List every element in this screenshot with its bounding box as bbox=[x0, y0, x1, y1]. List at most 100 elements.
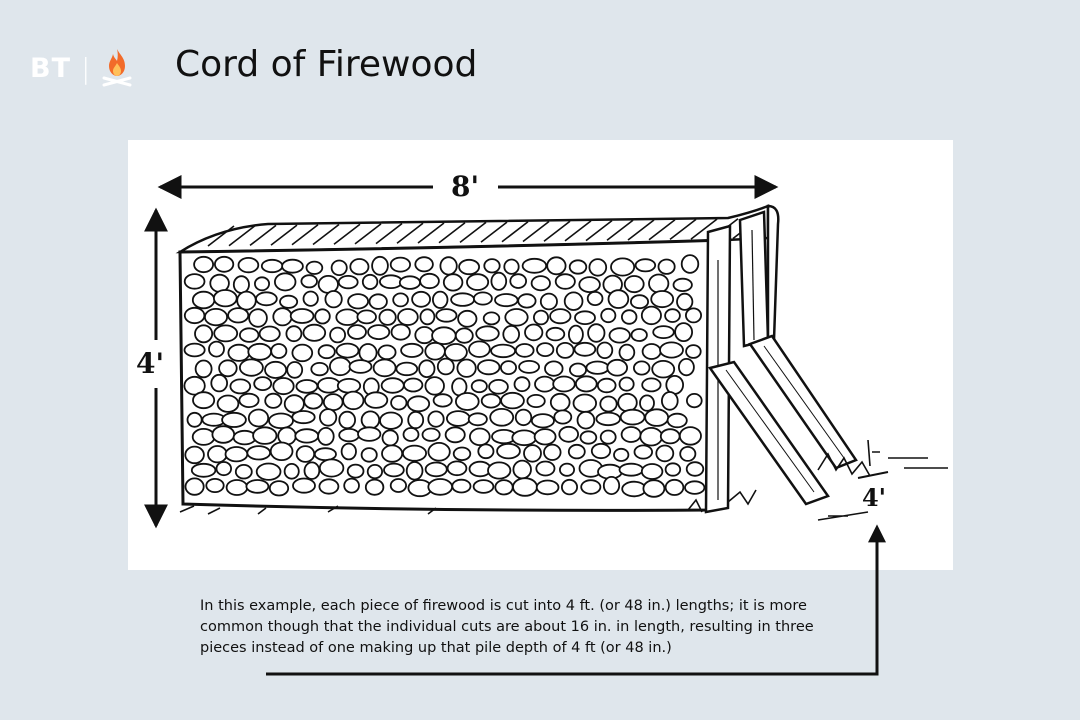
log-end bbox=[207, 445, 228, 464]
header: BT | bbox=[30, 40, 136, 96]
width-dimension: 8' bbox=[157, 170, 779, 203]
log-end bbox=[678, 426, 702, 446]
log-end bbox=[347, 293, 370, 310]
log-end bbox=[303, 392, 324, 410]
log-end bbox=[596, 377, 617, 394]
log-end bbox=[300, 274, 318, 289]
log-end bbox=[427, 478, 454, 496]
support-braces bbox=[707, 334, 858, 506]
log-end bbox=[389, 478, 407, 493]
log-end bbox=[633, 360, 651, 376]
log-end bbox=[685, 307, 703, 324]
log-end bbox=[480, 393, 502, 409]
log-end bbox=[530, 275, 551, 292]
log-end bbox=[346, 463, 365, 479]
log-end bbox=[590, 442, 612, 460]
log-end bbox=[216, 394, 240, 413]
log-end bbox=[427, 441, 451, 462]
log-end bbox=[621, 309, 638, 325]
diagram-panel: 8' 4' bbox=[128, 140, 953, 570]
log-end bbox=[595, 411, 621, 427]
log-end bbox=[523, 444, 542, 463]
log-end bbox=[685, 393, 703, 409]
top-grain-line bbox=[501, 221, 529, 243]
log-end bbox=[587, 323, 606, 343]
log-end bbox=[579, 430, 598, 445]
log-end bbox=[224, 446, 249, 463]
log-end bbox=[225, 479, 249, 496]
top-grain-line bbox=[480, 221, 508, 243]
log-end bbox=[512, 477, 538, 497]
top-grain-line bbox=[690, 218, 718, 240]
log-end bbox=[213, 324, 239, 343]
log-end bbox=[664, 462, 682, 477]
log-end bbox=[302, 290, 319, 307]
log-end bbox=[319, 408, 338, 427]
log-end bbox=[360, 410, 381, 430]
log-end bbox=[470, 379, 488, 394]
log-end bbox=[685, 461, 705, 477]
ground-marks bbox=[179, 439, 948, 521]
log-end bbox=[283, 394, 305, 414]
top-grain-line bbox=[207, 225, 235, 247]
log-end bbox=[444, 426, 466, 444]
log-end bbox=[514, 343, 535, 358]
log-end bbox=[477, 359, 501, 376]
log-end bbox=[558, 425, 580, 443]
log-end bbox=[524, 323, 544, 342]
log-end bbox=[349, 258, 370, 276]
log-end bbox=[664, 478, 685, 496]
log-end bbox=[317, 426, 335, 446]
log-end bbox=[572, 393, 598, 413]
log-end bbox=[378, 274, 403, 290]
log-end bbox=[503, 258, 520, 275]
log-end bbox=[405, 461, 424, 481]
log-end bbox=[644, 408, 670, 427]
log-end bbox=[535, 479, 560, 496]
log-end bbox=[560, 478, 578, 496]
log-end bbox=[191, 427, 216, 446]
log-end bbox=[600, 307, 617, 324]
log-end bbox=[546, 256, 567, 276]
log-end bbox=[567, 443, 586, 460]
log-end bbox=[398, 275, 421, 290]
log-end bbox=[456, 358, 477, 378]
log-end bbox=[340, 442, 357, 461]
log-end bbox=[268, 412, 294, 430]
log-end bbox=[318, 458, 345, 478]
log-end bbox=[650, 290, 675, 309]
log-end bbox=[390, 395, 408, 411]
log-end bbox=[494, 293, 519, 308]
log-end bbox=[509, 273, 528, 289]
log-end bbox=[432, 290, 449, 309]
log-end bbox=[381, 444, 404, 463]
log-end bbox=[674, 322, 693, 343]
brand-logo[interactable]: BT | bbox=[30, 45, 136, 91]
log-end bbox=[679, 445, 697, 462]
top-grain-line bbox=[396, 222, 424, 244]
log-end bbox=[419, 272, 440, 290]
log-end bbox=[641, 343, 662, 360]
log-end bbox=[568, 362, 587, 378]
log-end bbox=[610, 257, 636, 277]
campfire-icon bbox=[102, 49, 132, 87]
log-end bbox=[381, 429, 399, 447]
top-grain-line bbox=[291, 224, 319, 246]
log-end bbox=[273, 272, 297, 292]
log-end bbox=[239, 358, 264, 377]
log-end bbox=[318, 478, 340, 495]
log-end bbox=[457, 309, 478, 328]
log-end bbox=[260, 258, 284, 274]
log-end bbox=[545, 326, 566, 342]
log-end bbox=[684, 480, 706, 495]
log-end bbox=[549, 392, 571, 412]
log-end bbox=[588, 258, 608, 277]
log-end bbox=[283, 462, 300, 480]
log-end bbox=[291, 410, 316, 425]
log-end bbox=[338, 427, 360, 443]
log-end bbox=[544, 360, 564, 377]
log-end bbox=[555, 341, 575, 359]
log-end bbox=[194, 359, 213, 379]
log-end bbox=[490, 271, 508, 291]
log-end bbox=[563, 291, 584, 311]
